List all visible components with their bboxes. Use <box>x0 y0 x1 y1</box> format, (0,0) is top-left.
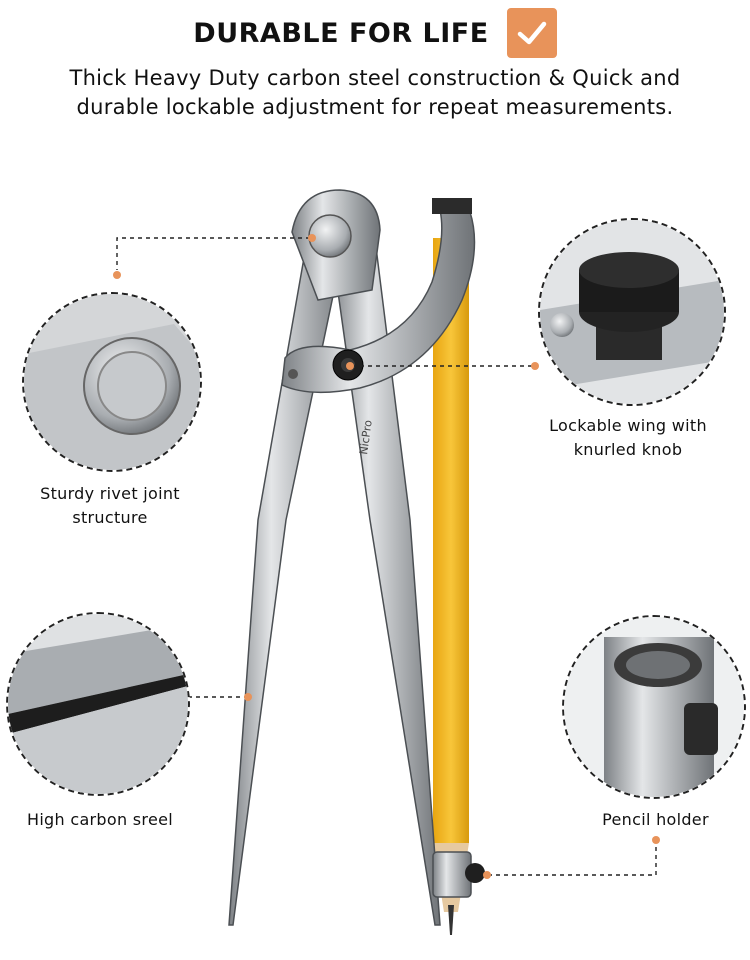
detail-circle-rivet <box>22 292 202 472</box>
callout-label-rivet: Sturdy rivet joint structure <box>40 484 180 527</box>
left-leg <box>228 213 352 926</box>
detail-circle-wing <box>538 218 726 406</box>
page-title: DURABLE FOR LIFE <box>193 17 489 49</box>
checkmark-icon <box>506 8 557 58</box>
callout-label-holder: Pencil holder <box>602 810 709 829</box>
callout-label-steel: High carbon sreel <box>26 810 173 829</box>
brand-mark: NicPro <box>357 419 375 456</box>
detail-circle-steel <box>6 612 190 796</box>
detail-circle-holder <box>562 615 746 799</box>
page-subtitle: Thick Heavy Duty carbon steel constructi… <box>69 66 681 119</box>
callout-label-wing: Lockable wing with knurled knob <box>549 416 707 459</box>
pencil <box>433 238 469 935</box>
header-title-row: DURABLE FOR LIFE <box>0 8 750 58</box>
